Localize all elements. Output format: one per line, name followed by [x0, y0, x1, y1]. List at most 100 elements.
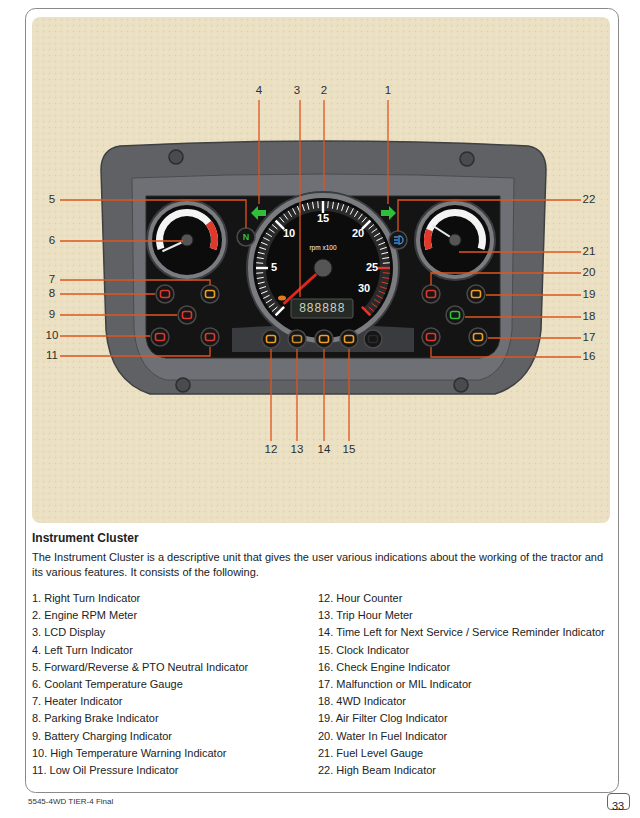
lamp-symbol	[267, 336, 276, 343]
gauge-details	[151, 201, 487, 348]
lamp-symbol	[206, 291, 215, 298]
coolant-gauge-face	[152, 205, 222, 275]
callout-number: 11	[46, 349, 58, 363]
callout-number: 3	[294, 84, 300, 98]
rpm-tick	[272, 224, 277, 229]
rpm-tick	[269, 229, 275, 233]
rpm-tick	[263, 238, 269, 241]
list-item: 16. Check Engine Indicator	[318, 661, 450, 674]
leader-lines	[60, 100, 581, 441]
indicator-lamp	[422, 328, 440, 346]
list-item: 20. Water In Fuel Indicator	[318, 730, 447, 743]
callout-number: 10	[46, 329, 59, 343]
rpm-tick	[258, 252, 265, 254]
rpm-tick	[362, 217, 367, 222]
rpm-tick	[342, 204, 344, 211]
section-title: Instrument Cluster	[32, 531, 139, 545]
indicator-lamp	[201, 285, 219, 303]
indicator-lamp	[262, 330, 280, 348]
indicator-lamp	[151, 328, 169, 346]
rpm-tick	[383, 272, 390, 274]
rpm-tick	[257, 258, 264, 259]
leader-line	[60, 335, 150, 336]
screw	[454, 378, 468, 392]
rpm-tick	[372, 229, 378, 233]
leader-line	[387, 100, 388, 204]
lamp-ring	[422, 328, 440, 346]
rpm-tick	[276, 307, 284, 315]
rpm-tick	[362, 307, 370, 315]
list-item: 22. High Beam Indicator	[318, 764, 436, 777]
leader-line	[60, 347, 210, 356]
leader-line	[486, 294, 581, 295]
rpm-tick	[279, 217, 284, 222]
callout-number: 14	[318, 443, 331, 457]
housing-bevel	[132, 174, 514, 380]
indicator-lamp	[340, 330, 358, 348]
lamp-symbol	[369, 336, 378, 343]
page-number-box: 33	[607, 793, 630, 810]
rpm-tick	[256, 267, 268, 269]
leader-line	[299, 100, 300, 297]
rpm-scale-band	[256, 201, 390, 315]
rpm-tick	[378, 291, 384, 294]
rpm-tick	[372, 303, 378, 307]
list-item: 5. Forward/Reverse & PTO Neutral Indicat…	[32, 661, 248, 674]
rpm-tick	[259, 287, 266, 289]
lamp-symbol	[345, 336, 354, 343]
lamp-symbol	[427, 334, 436, 341]
callout-number: 16	[583, 350, 596, 364]
rpm-tick	[272, 307, 277, 312]
rpm-tick	[256, 262, 263, 264]
list-item: 3. LCD Display	[32, 626, 105, 639]
leader-line	[60, 314, 177, 315]
rpm-tick	[257, 277, 264, 278]
lamp-ring	[156, 285, 174, 303]
rpm-tick	[369, 224, 374, 229]
rpm-tick	[317, 201, 319, 208]
dial-unit: rpm x100	[309, 244, 336, 252]
lamp-ring	[422, 285, 440, 303]
rpm-tick	[256, 272, 263, 274]
indicator-lamp	[467, 285, 485, 303]
list-item: 13. Trip Hour Meter	[318, 609, 413, 622]
rpm-tick	[269, 303, 275, 307]
leader-line	[296, 349, 297, 441]
rpm-tick	[307, 203, 309, 210]
indicator-lamp	[201, 328, 219, 346]
leader-line	[431, 347, 581, 357]
page-frame	[26, 9, 619, 793]
lamp-ring	[151, 328, 169, 346]
fuel-gauge-face	[420, 205, 490, 275]
page-number: 33	[612, 800, 624, 812]
rpm-tick	[381, 252, 388, 254]
dial-numeral: 10	[283, 227, 295, 240]
lamp-symbol	[427, 291, 436, 298]
callout-number: 22	[583, 193, 596, 207]
indicator-lamp	[422, 285, 440, 303]
rpm-tick	[382, 277, 389, 278]
right-turn-arrow	[381, 206, 396, 220]
rpm-tick	[374, 233, 380, 237]
leader-line	[465, 316, 581, 317]
callout-number: 13	[291, 443, 304, 457]
lamp-ring	[237, 228, 255, 246]
screw	[169, 150, 183, 164]
leader-line	[60, 240, 183, 241]
rpm-tick	[358, 214, 362, 220]
lamp-symbol	[183, 312, 192, 319]
tachometer-bezel	[247, 192, 399, 344]
rpm-tick	[378, 267, 390, 269]
lamp-ring	[364, 330, 382, 348]
rpm-tick	[350, 208, 353, 214]
callout-number: 19	[583, 288, 596, 302]
lamp-symbol	[472, 291, 481, 298]
indicator-lamp	[469, 328, 487, 346]
callout-number: 6	[49, 234, 55, 248]
indicator-lamp	[315, 330, 333, 348]
gauge-scale	[424, 209, 486, 250]
callout-number: 15	[343, 443, 356, 457]
leader-line	[459, 251, 581, 252]
list-item: 4. Left Turn Indicator	[32, 644, 133, 657]
rpm-tick	[346, 206, 349, 212]
